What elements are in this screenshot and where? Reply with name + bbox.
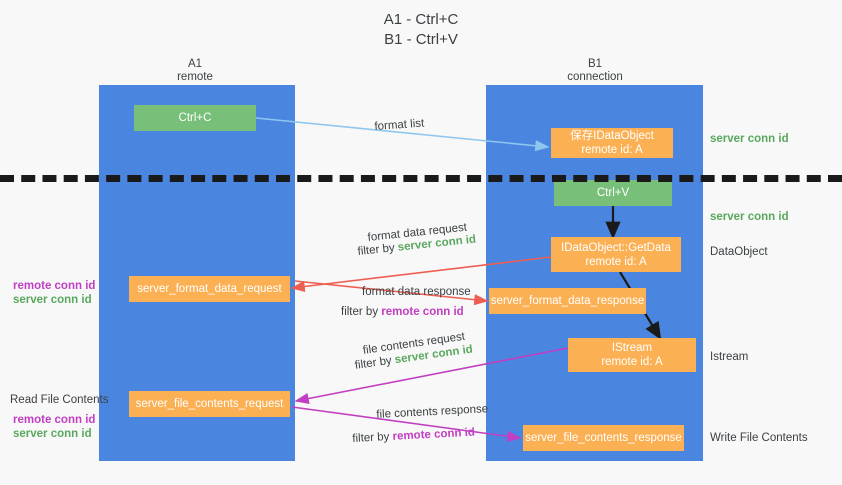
box-server-format-data-request-label: server_format_data_request xyxy=(137,283,282,295)
box-server-file-contents-response[interactable]: server_file_contents_response xyxy=(523,425,684,451)
edge-label-format-data-response-filter: filter by remote conn id xyxy=(341,305,464,319)
filter-prefix: filter by xyxy=(354,354,396,372)
annotation-remote-conn-id-2: remote conn id xyxy=(13,414,96,426)
annotation-remote-conn-id-1: remote conn id xyxy=(13,280,96,292)
box-server-file-contents-request[interactable]: server_file_contents_request xyxy=(129,391,290,417)
box-ctrl-c-label: Ctrl+C xyxy=(178,112,212,124)
box-server-format-data-response-label: server_format_data_response xyxy=(490,295,645,307)
box-getdata[interactable]: IDataObject::GetData remote id: A xyxy=(551,237,681,272)
annotation-group-conn-ids-top: remote conn id server conn id xyxy=(13,279,95,307)
box-getdata-line1: IDataObject::GetData xyxy=(561,241,671,254)
title-line-2: B1 - Ctrl+V xyxy=(384,31,458,48)
box-server-format-data-response[interactable]: server_format_data_response xyxy=(489,288,646,314)
column-header-b1-name: B1 xyxy=(587,58,603,70)
box-server-format-data-request[interactable]: server_format_data_request xyxy=(129,276,290,302)
column-header-b1: B1 connection xyxy=(515,58,675,84)
title-line-1: A1 - Ctrl+C xyxy=(383,11,459,28)
box-ctrl-v[interactable]: Ctrl+V xyxy=(554,180,672,206)
phase-separator xyxy=(0,175,842,182)
annotation-write-file-contents: Write File Contents xyxy=(710,432,808,444)
annotation-server-conn-id-mid: server conn id xyxy=(710,211,789,223)
box-save-idataobject-line2: remote id: A xyxy=(581,144,643,156)
box-save-idataobject-line1: 保存IDataObject xyxy=(570,130,654,142)
box-server-file-contents-request-label: server_file_contents_request xyxy=(135,398,284,410)
annotation-istream: Istream xyxy=(710,351,749,363)
box-istream[interactable]: IStream remote id: A xyxy=(568,338,696,372)
annotation-server-conn-id-2: server conn id xyxy=(13,428,92,440)
annotation-group-read-file-contents: Read File Contents xyxy=(10,393,108,407)
filter-value-remote-conn-id: remote conn id xyxy=(381,306,464,318)
box-save-idataobject[interactable]: 保存IDataObject remote id: A xyxy=(551,128,673,158)
annotation-read-file-contents: Read File Contents xyxy=(10,394,109,406)
edge-label-format-data-response: format data response xyxy=(362,286,471,298)
box-ctrl-v-label: Ctrl+V xyxy=(596,187,630,199)
edge-label-file-contents-response: file contents response xyxy=(376,403,489,421)
column-header-a1: A1 remote xyxy=(115,58,275,84)
box-istream-line1: IStream xyxy=(611,342,653,354)
box-server-file-contents-response-label: server_file_contents_response xyxy=(525,432,682,444)
box-getdata-line2: remote id: A xyxy=(585,255,647,268)
column-header-b1-sub: connection xyxy=(567,71,623,83)
filter-value-remote-conn-id: remote conn id xyxy=(392,426,476,443)
annotation-server-conn-id-top: server conn id xyxy=(710,133,789,145)
annotation-group-conn-ids-bottom: remote conn id server conn id xyxy=(13,413,95,441)
annotation-server-conn-id-1: server conn id xyxy=(13,294,92,306)
filter-prefix: filter by xyxy=(352,430,393,445)
box-istream-line2: remote id: A xyxy=(601,356,663,368)
box-ctrl-c[interactable]: Ctrl+C xyxy=(134,105,256,131)
filter-prefix: filter by xyxy=(357,241,399,258)
edge-label-file-contents-response-filter: filter by remote conn id xyxy=(352,426,475,446)
column-header-a1-sub: remote xyxy=(177,71,213,83)
filter-prefix: filter by xyxy=(341,306,382,318)
column-header-a1-name: A1 xyxy=(187,58,203,70)
page-title: A1 - Ctrl+C B1 - Ctrl+V xyxy=(0,10,842,50)
edge-label-format-list: format list xyxy=(374,117,425,133)
annotation-dataobject: DataObject xyxy=(710,246,768,258)
